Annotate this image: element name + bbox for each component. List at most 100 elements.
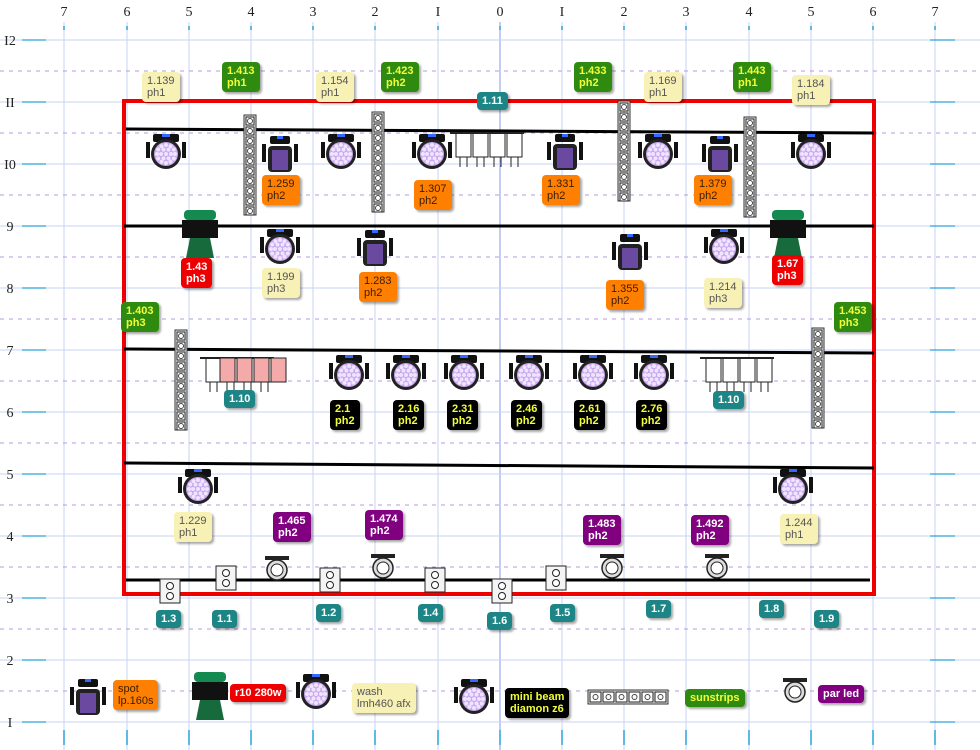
fixture-spot — [547, 134, 583, 170]
truss-bar — [123, 461, 875, 470]
axis-left-label: 5 — [7, 468, 14, 483]
fixture-label: 2.1 ph2 — [330, 400, 360, 430]
fixture-label: 1.3 — [156, 610, 182, 628]
fixture-label: 1.1 — [212, 610, 238, 628]
fixture-sunstrip — [811, 327, 825, 429]
fixture-blinder — [700, 357, 774, 392]
legend-icon-spot — [70, 679, 106, 715]
truss-bar — [123, 347, 875, 355]
legend-label: spot lp.160s — [113, 680, 159, 710]
fixture-strobe — [545, 565, 567, 591]
fixture-label: 1.379 ph2 — [694, 175, 732, 205]
fixture-label: 1.11 — [477, 92, 508, 110]
fixture-label: 2.61 ph2 — [574, 400, 606, 430]
fixture-spot — [357, 230, 393, 266]
axis-top-label: 6 — [870, 5, 877, 20]
axis-left-label: 7 — [7, 344, 14, 359]
fixture-strobe — [319, 567, 341, 593]
fixture-strobe — [424, 567, 446, 593]
fixture-label: 1.433 ph2 — [574, 62, 612, 92]
stage-outline — [122, 99, 876, 596]
fixture-label: 1.423 ph2 — [381, 62, 419, 92]
fixture-label: 1.492 ph2 — [691, 515, 729, 545]
fixture-sunstrip — [617, 100, 631, 202]
fixture-wash — [791, 134, 831, 169]
axis-top-label: 2 — [372, 5, 379, 20]
fixture-label: 2.46 ph2 — [511, 400, 543, 430]
fixture-strobe — [159, 578, 181, 604]
axis-top-label: 7 — [932, 5, 939, 20]
fixture-label: 2.16 ph2 — [393, 400, 425, 430]
axis-top-label: 4 — [746, 5, 753, 20]
fixture-label: 1.2 — [316, 604, 342, 622]
fixture-spot — [262, 136, 298, 172]
fixture-parled — [371, 554, 395, 579]
axis-left-label: 4 — [7, 530, 14, 545]
fixture-strobe — [215, 565, 237, 591]
fixture-label: 1.169 ph1 — [644, 72, 682, 102]
fixture-wash — [178, 469, 218, 504]
legend-icon-wash — [296, 674, 336, 709]
legend-icon-wash — [454, 679, 494, 714]
fixture-wash — [329, 355, 369, 390]
axis-top-label: 2 — [621, 5, 628, 20]
legend-icon-r10 — [192, 672, 228, 720]
axis-top-label: 7 — [61, 5, 68, 20]
fixture-label: 1.453 ph3 — [834, 302, 872, 332]
axis-left-label: I0 — [4, 158, 16, 173]
axis-top-label: 4 — [248, 5, 255, 20]
fixture-parled — [705, 554, 729, 579]
axis-top-label: 3 — [310, 5, 317, 20]
fixture-label: 1.413 ph1 — [222, 62, 260, 92]
fixture-label: 2.76 ph2 — [636, 400, 668, 430]
axis-top-label: I — [560, 5, 565, 20]
legend-icon-sunstrip — [587, 689, 669, 705]
fixture-wash — [386, 355, 426, 390]
fixture-label: 1.8 — [759, 600, 785, 618]
fixture-label: 1.483 ph2 — [583, 515, 621, 545]
fixture-spot — [702, 136, 738, 172]
axis-top-label: I — [436, 5, 441, 20]
fixture-wash — [146, 134, 186, 169]
fixture-spot — [612, 234, 648, 270]
legend-label: wash lmh460 afx — [352, 683, 416, 713]
axis-top-label: 0 — [497, 5, 504, 20]
fixture-parled — [600, 554, 624, 579]
fixtures — [70, 100, 831, 720]
fixture-label: 1.355 ph2 — [606, 280, 644, 310]
fixture-label: 1.403 ph3 — [121, 302, 159, 332]
legend-label: par led — [818, 685, 865, 703]
fixture-wash — [573, 355, 613, 390]
axis-left-label: I — [8, 716, 13, 731]
fixture-label: 1.67 ph3 — [772, 255, 804, 285]
axis-left-label: 6 — [7, 406, 14, 421]
axis-top-label: 5 — [808, 5, 815, 20]
fixture-r10 — [182, 210, 218, 258]
fixture-r10 — [770, 210, 806, 258]
fixture-label: 1.10 — [713, 391, 745, 409]
axis-top-label: 6 — [124, 5, 131, 20]
fixture-label: 2.31 ph2 — [447, 400, 479, 430]
fixture-strobe — [491, 578, 513, 604]
legend-label: r10 280w — [230, 684, 287, 702]
axis-left-label: II — [5, 96, 15, 111]
stage-area — [122, 99, 876, 596]
fixture-label: 1.10 — [224, 390, 256, 408]
fixture-blinder — [219, 357, 287, 383]
axis-top-label: 3 — [683, 5, 690, 20]
fixture-label: 1.6 — [487, 612, 513, 630]
fixture-label: 1.184 ph1 — [792, 75, 830, 105]
axis-left-label: I2 — [4, 34, 16, 49]
legend-label: sunstrips — [685, 689, 745, 707]
fixture-label: 1.244 ph1 — [780, 514, 818, 544]
fixture-label: 1.307 ph2 — [414, 180, 452, 210]
fixture-sunstrip — [243, 114, 257, 216]
fixture-label: 1.474 ph2 — [365, 510, 403, 540]
legend-icon-parled — [783, 678, 807, 703]
fixture-wash — [704, 229, 744, 264]
fixture-wash — [509, 355, 549, 390]
fixture-wash — [260, 229, 300, 264]
fixture-label: 1.154 ph1 — [316, 72, 354, 102]
